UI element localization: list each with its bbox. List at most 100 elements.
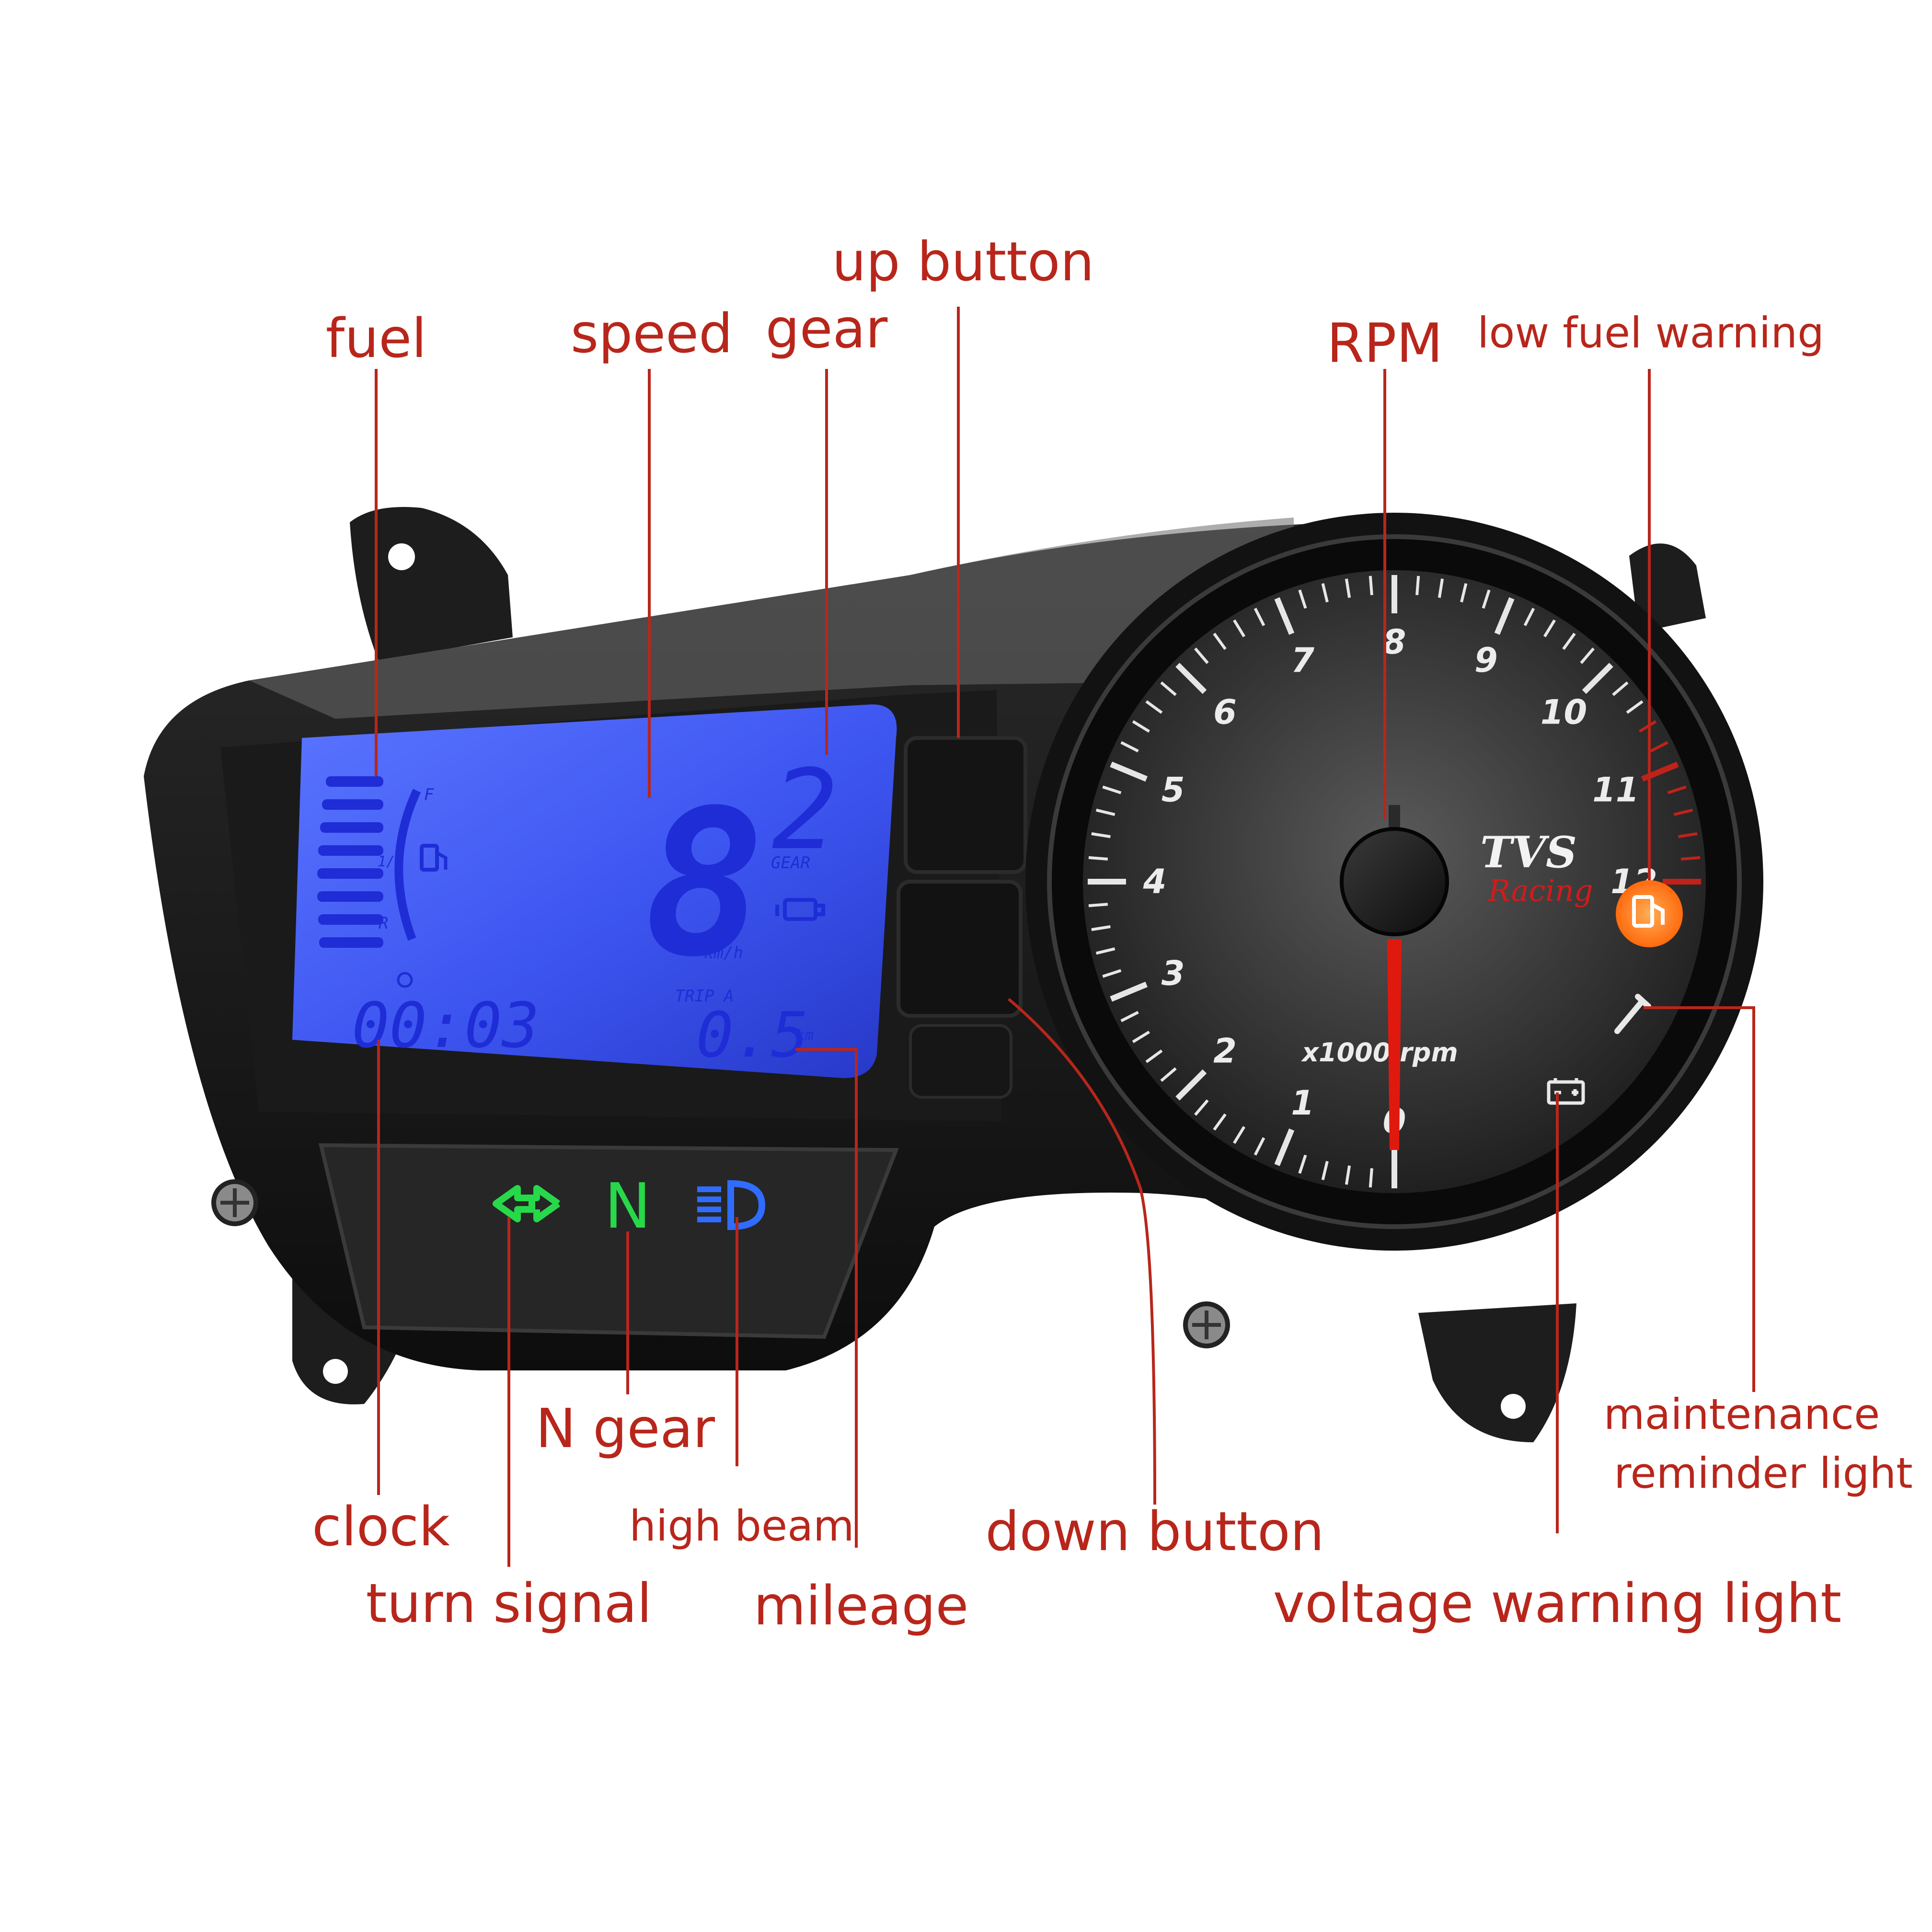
high-beam-icon: [697, 1180, 766, 1230]
tach-number: 1: [1291, 1083, 1314, 1123]
indicator-window: [318, 1143, 899, 1339]
gear-label: GEAR: [771, 853, 810, 873]
label-maintenance-line1: maintenance: [1604, 1390, 1880, 1439]
tach-major-tick: [1274, 1128, 1295, 1166]
trip-label: TRIP A: [675, 987, 734, 1006]
low-fuel-warning-light: [1616, 880, 1683, 947]
tach-minor-tick: [1194, 647, 1209, 664]
tach-minor-tick: [1298, 589, 1307, 609]
label-low-fuel-warning: low fuel warning: [1477, 308, 1824, 357]
engine-check-icon: [775, 898, 825, 921]
tach-minor-tick: [1132, 1030, 1150, 1043]
tach-major-tick: [1274, 597, 1295, 635]
fuel-arc: [394, 789, 421, 941]
tach-minor-tick: [1095, 808, 1116, 816]
tach-number: 5: [1162, 770, 1185, 810]
rpm-unit: x1000 rpm: [1300, 1037, 1458, 1068]
label-fuel: fuel: [326, 308, 426, 370]
tach-ticks: [1088, 575, 1701, 1188]
tach-minor-tick: [1580, 647, 1595, 664]
tach-minor-tick: [1160, 681, 1177, 696]
fuel-bar: [322, 799, 383, 810]
fuel-full-mark: F: [424, 785, 434, 805]
tach-number: 7: [1291, 641, 1314, 680]
callout-labels: fuel speed gear up button RPM low fuel w…: [312, 231, 1913, 1637]
mounting-ear-top-left: [350, 507, 513, 661]
fuel-pump-icon: [420, 844, 448, 872]
rpm-needle: [1387, 939, 1402, 1150]
mounting-hole: [323, 1359, 348, 1384]
tach-major-tick: [1582, 663, 1613, 694]
tach-major-tick: [1494, 597, 1515, 635]
tach-minor-tick: [1095, 947, 1116, 955]
wrench-icon: [1614, 994, 1651, 1034]
tach-minor-tick: [1091, 925, 1111, 932]
tach-minor-tick: [1321, 1161, 1329, 1181]
tach-minor-tick: [1120, 741, 1139, 753]
tach-minor-tick: [1368, 575, 1373, 596]
up-button[interactable]: [904, 736, 1027, 874]
speed-unit: km/h: [704, 943, 743, 963]
turn-signal-icon: [493, 1185, 561, 1222]
tach-minor-tick: [1562, 632, 1576, 650]
label-high-beam: high beam: [629, 1501, 854, 1551]
tach-minor-tick: [1120, 1011, 1139, 1023]
mileage-readout: 0.5: [696, 999, 809, 1071]
tach-minor-tick: [1132, 720, 1150, 733]
brand-subtitle: Racing: [1487, 873, 1593, 908]
leader-mileage: [795, 1048, 858, 1548]
tach-minor-tick: [1460, 583, 1468, 603]
clock-icon: [397, 972, 413, 988]
tach-minor-tick: [1213, 632, 1227, 650]
tach-minor-tick: [1102, 785, 1122, 794]
tach-minor-tick: [1088, 856, 1108, 861]
tachometer: 0123456789101112 TVS Racing x1000 rpm: [1025, 513, 1763, 1251]
tach-number: 4: [1143, 862, 1167, 901]
label-up-button: up button: [832, 231, 1094, 293]
tach-number: 2: [1213, 1032, 1237, 1071]
tach-minor-tick: [1639, 720, 1657, 733]
fuel-reserve-mark: R: [379, 914, 388, 933]
mounting-hole: [388, 543, 415, 570]
tach-major-tick: [1110, 761, 1148, 782]
clock-readout: 00:03: [352, 989, 539, 1062]
trip-unit: km: [796, 1027, 814, 1044]
speed-readout: 8: [644, 767, 765, 1001]
tach-minor-tick: [1523, 608, 1535, 626]
lcd-panel: [292, 704, 897, 1078]
label-voltage-warning-light: voltage warning light: [1273, 1573, 1841, 1635]
top-bezel: [249, 518, 1294, 719]
down-button[interactable]: [897, 880, 1023, 1018]
screw-slot: [1192, 1311, 1221, 1339]
tach-minor-tick: [1088, 903, 1108, 908]
label-mileage: mileage: [754, 1575, 969, 1637]
label-n-gear: N gear: [536, 1398, 715, 1460]
tach-minor-tick: [1415, 575, 1420, 596]
label-turn-signal: turn signal: [366, 1573, 652, 1635]
fuel-bar: [320, 822, 383, 833]
tach-minor-tick: [1091, 832, 1111, 839]
label-speed: speed: [571, 303, 733, 365]
tach-minor-tick: [1254, 608, 1265, 626]
fuel-bar: [326, 776, 383, 787]
tach-minor-tick: [1368, 1168, 1373, 1188]
tach-number: 8: [1383, 622, 1406, 662]
tach-major-tick: [1175, 663, 1207, 694]
tach-minor-tick: [1680, 856, 1701, 861]
tach-minor-tick: [1626, 700, 1644, 714]
tach-minor-tick: [1678, 832, 1698, 839]
tach-minor-tick: [1145, 700, 1163, 714]
fuel-gauge: F 1/2 R: [317, 776, 448, 948]
tach-minor-tick: [1673, 808, 1693, 816]
screw-slot: [220, 1188, 249, 1217]
fuel-pump-icon: [1632, 895, 1665, 928]
tach-number: 3: [1162, 954, 1185, 993]
label-clock: clock: [312, 1496, 450, 1558]
tach-number: 6: [1213, 692, 1237, 732]
fuel-bar: [318, 845, 383, 856]
tach-minor-tick: [1194, 1099, 1209, 1116]
tach-minor-tick: [1612, 681, 1629, 696]
fuel-half-mark: 1/2: [378, 853, 403, 870]
tach-minor-tick: [1160, 1067, 1177, 1082]
tach-minor-tick: [1213, 1113, 1227, 1131]
